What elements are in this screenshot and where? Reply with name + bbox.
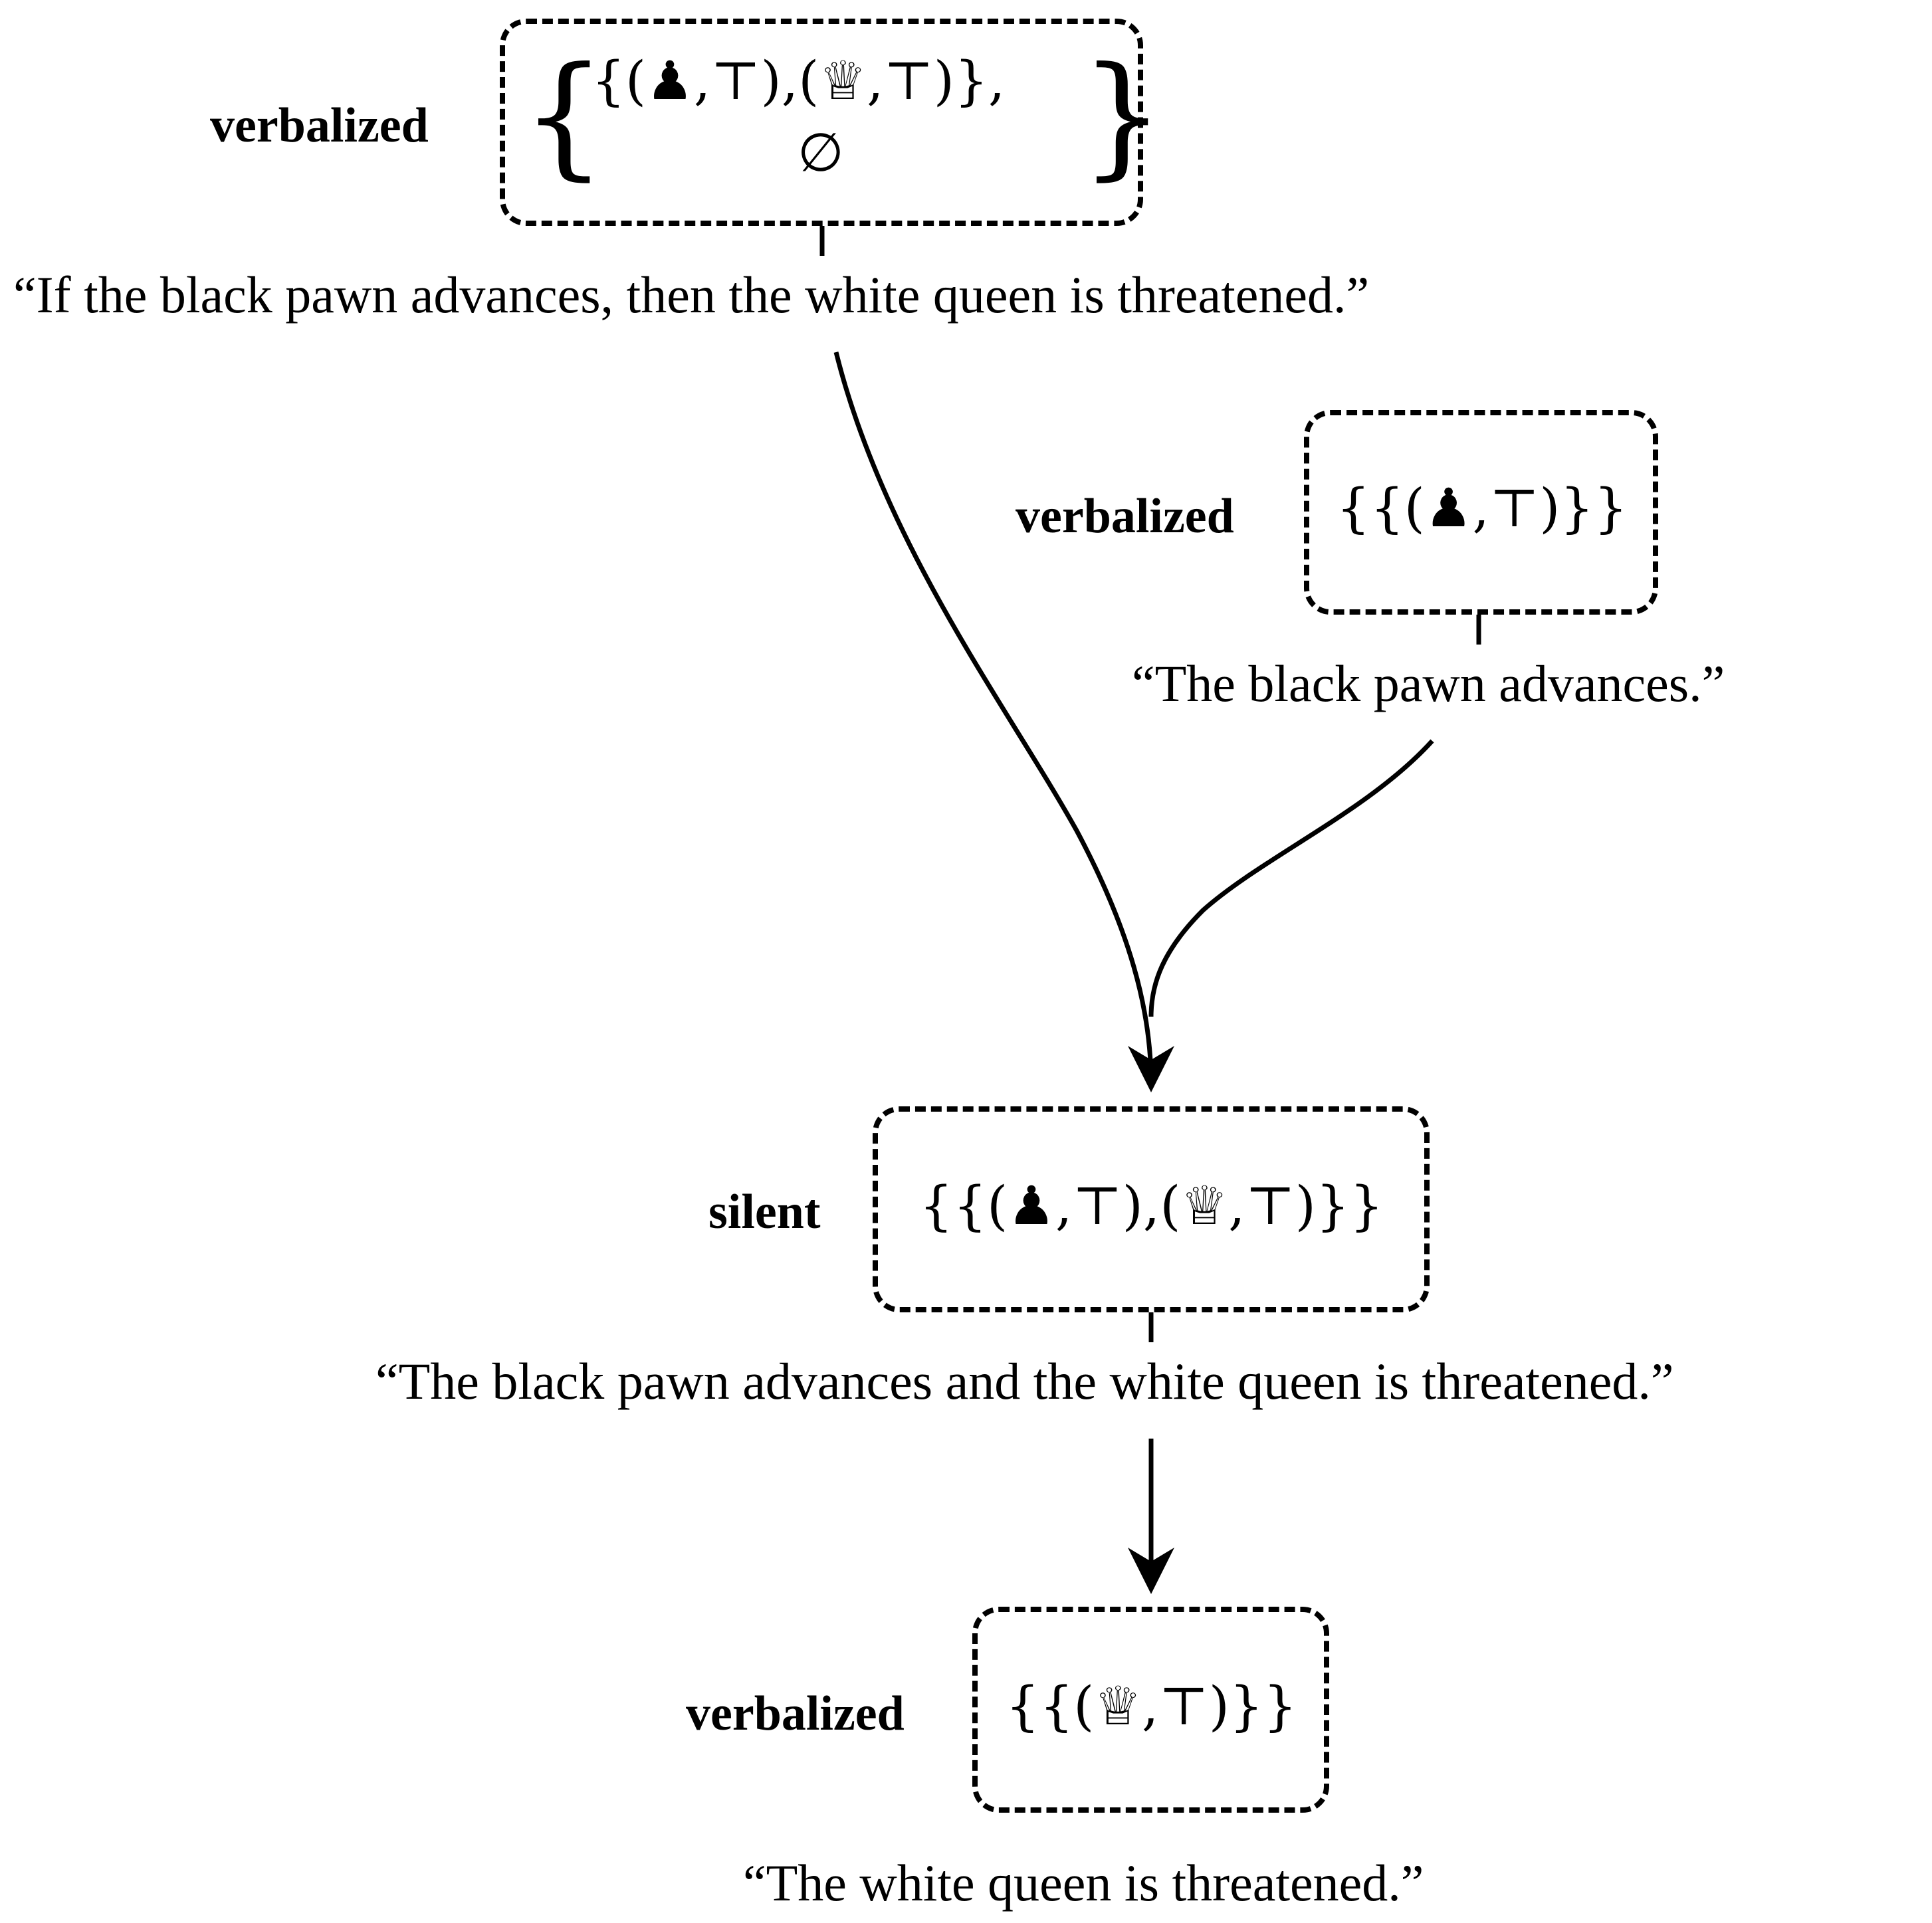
- premise-node-formula: {{(♟,⊤)}}: [1336, 477, 1628, 539]
- top-node-label: verbalized: [210, 98, 429, 153]
- top-node-box: [500, 19, 1143, 226]
- middle-node-label: silent: [708, 1185, 821, 1239]
- top-node-formula-line2: ∅: [798, 122, 844, 183]
- middle-node-box: [873, 1106, 1430, 1312]
- bottom-node-quote: “The white queen is threatened.”: [743, 1854, 1424, 1912]
- edge-premise-to-middle: [1148, 739, 1434, 1017]
- top-node-quote: “If the black pawn advances, then the wh…: [13, 266, 1370, 324]
- middle-node-quote: “The black pawn advances and the white q…: [376, 1352, 1674, 1410]
- bottom-node-label: verbalized: [686, 1686, 905, 1741]
- edge-top-to-middle: [833, 352, 1174, 1092]
- bottom-node-box: [972, 1607, 1329, 1813]
- top-node-formula: { {(♟,⊤),(♕,⊤)}, ∅ }: [518, 33, 1164, 213]
- top-node-open-brace: {: [522, 39, 607, 193]
- premise-node-quote: “The black pawn advances.”: [1132, 655, 1725, 712]
- top-node-close-brace: }: [1080, 39, 1165, 193]
- top-node-formula-line1: {(♟,⊤),(♕,⊤)},: [591, 50, 1006, 112]
- premise-node-box: [1304, 410, 1658, 615]
- premise-node-label: verbalized: [1016, 489, 1234, 544]
- bottom-node-formula: {{(♕,⊤)}}: [1006, 1675, 1297, 1737]
- middle-node-formula: {{(♟,⊤),(♕,⊤)}}: [919, 1175, 1384, 1237]
